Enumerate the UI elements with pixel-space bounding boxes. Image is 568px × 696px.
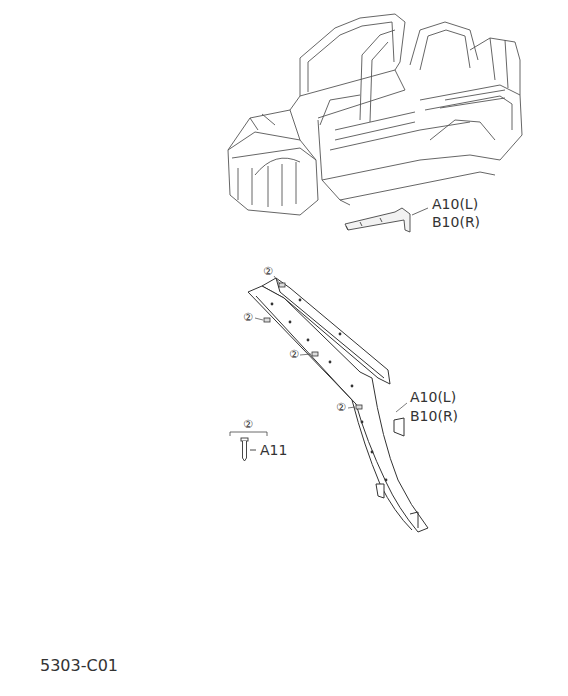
part-number: A10(L) (410, 390, 456, 404)
bracket (230, 432, 267, 436)
callout-number: ② (289, 349, 299, 360)
clip-pin (241, 438, 256, 461)
clip-symbol (264, 283, 362, 409)
leader-line (255, 276, 407, 412)
vehicle-body (228, 14, 522, 215)
callout-number: ② (336, 402, 346, 413)
rocker-panel (248, 278, 428, 532)
callout-number: ② (243, 312, 253, 323)
callout-number: ② (243, 419, 253, 430)
part-number: B10(R) (432, 215, 480, 229)
part-number: A10(L) (432, 197, 478, 211)
callout-number: ② (263, 266, 273, 277)
leader-line (412, 208, 428, 215)
mounting-holes (271, 299, 388, 482)
part-number: B10(R) (410, 409, 458, 423)
rocker-panel-small (345, 208, 410, 232)
figure-code: 5303-C01 (40, 658, 118, 674)
part-number: A11 (260, 443, 287, 457)
